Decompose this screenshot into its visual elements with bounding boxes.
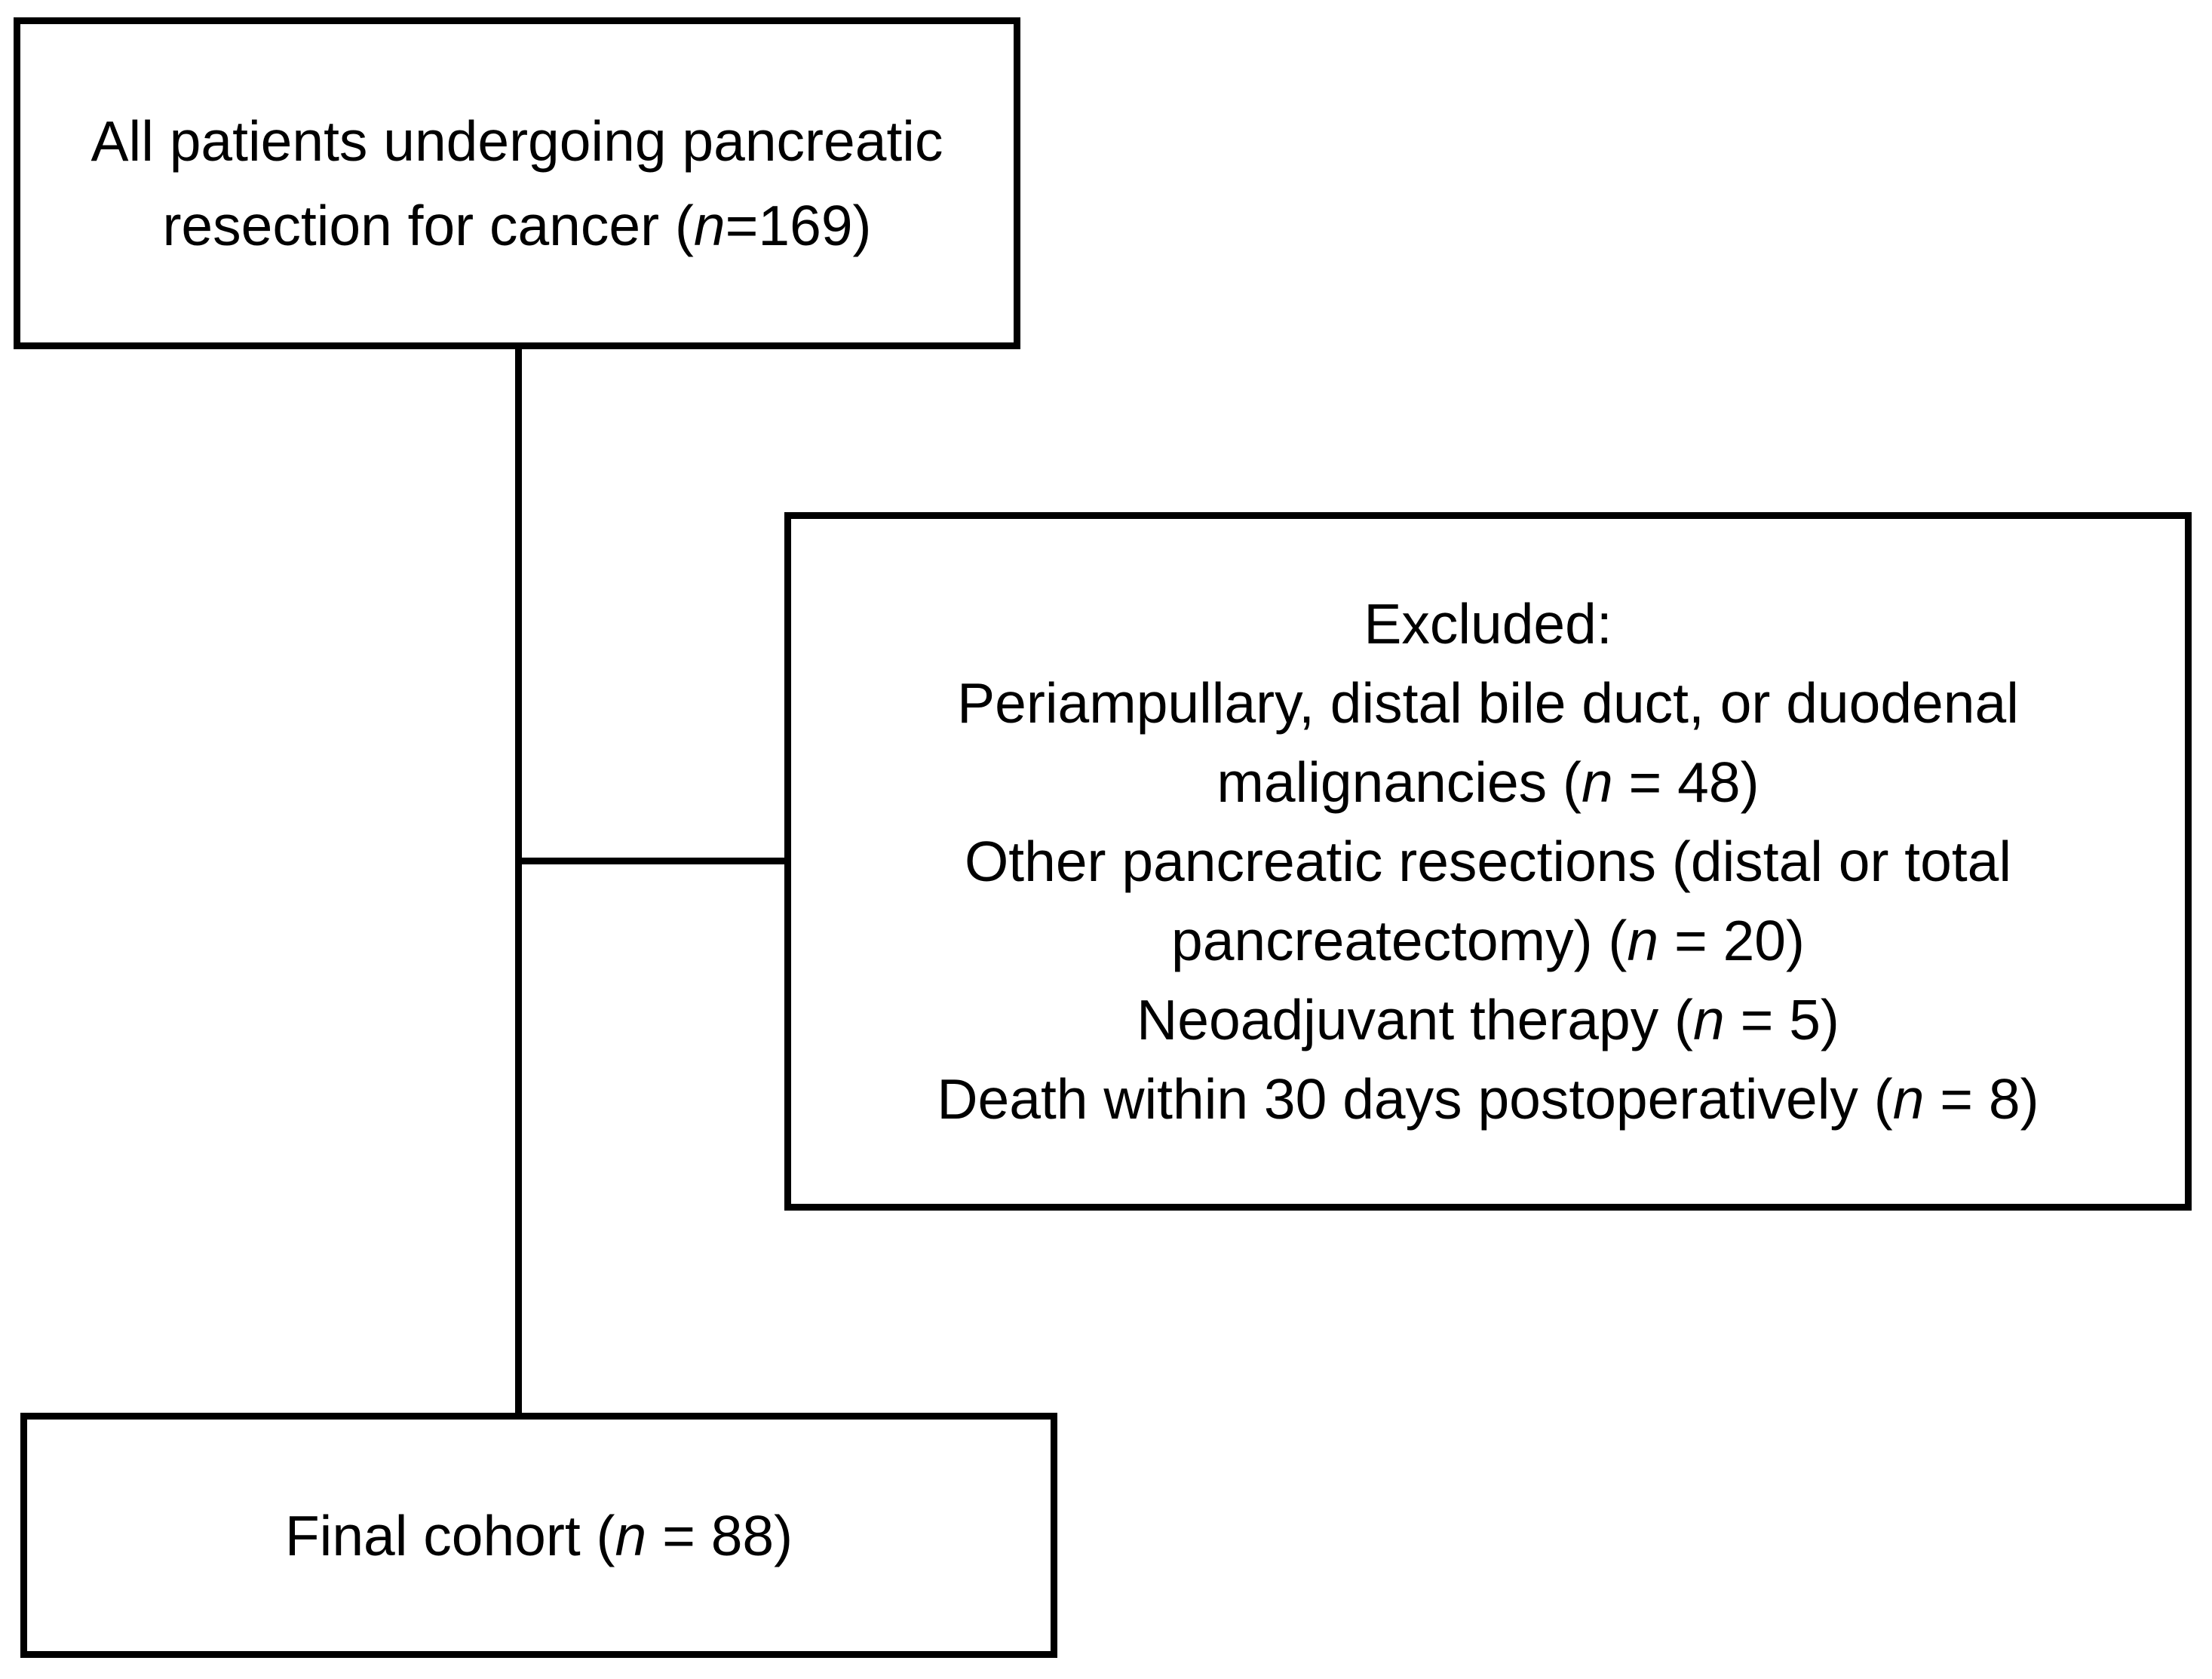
box-excluded: Excluded: Periampullary, distal bile duct… [784,512,2192,1211]
box-final-cohort: Final cohort (n = 88) [20,1413,1057,1658]
connector-vertical-line [515,347,522,1414]
box-text-line: Neoadjuvant therapy (n = 5) [1137,987,1839,1051]
connector-horizontal-line [518,858,788,864]
box-text-line: pancreatectomy) (n = 20) [1171,908,1805,972]
box-text-line: All patients undergoing pancreatic [91,109,943,173]
box-text-line: malignancies (n = 48) [1216,750,1759,814]
box-text-line: Death within 30 days postoperatively (n … [937,1067,2039,1131]
box-text-line: Excluded: [1364,591,1612,655]
box-text-line: resection for cancer (n=169) [162,194,872,257]
box-all-patients: All patients undergoing pancreatic resect… [14,17,1020,349]
box-text-line: Periampullary, distal bile duct, or duod… [957,671,2019,735]
box-text-line: Final cohort (n = 88) [284,1503,793,1567]
box-text-line: Other pancreatic resections (distal or t… [964,829,2012,893]
